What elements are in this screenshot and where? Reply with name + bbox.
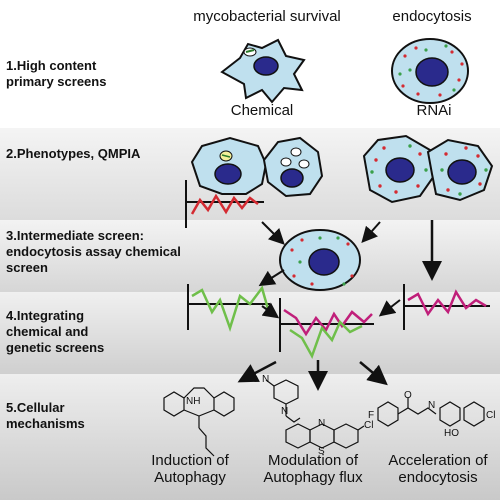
magenta-trace-plot-rnai xyxy=(403,284,490,330)
mechanism-acceleration-of-endocytosis: Acceleration of endocytosis xyxy=(388,452,488,486)
mechanism-modulation-of-autophagy-flux: Modulation of Autophagy flux xyxy=(263,452,363,486)
chemical-label: Chemical xyxy=(230,102,294,119)
atom-n-mid: N xyxy=(281,406,289,417)
endocytosis-cell-icon xyxy=(391,38,469,104)
atom-o: O xyxy=(404,390,412,401)
step-5-title: 5.Cellular mechanisms xyxy=(6,400,85,431)
red-trace-plot xyxy=(185,180,264,228)
atom-ho: HO xyxy=(444,428,459,439)
mycobacterial-survival-label: mycobacterial survival xyxy=(193,8,341,25)
atom-n-top: N xyxy=(262,374,270,385)
molecule-tricyclic-icon xyxy=(163,387,235,457)
atom-f: F xyxy=(368,410,375,421)
band-cellular-mechanisms xyxy=(0,374,500,500)
arrow-to-green-plot xyxy=(258,269,285,287)
green-trace-plot xyxy=(187,284,272,332)
arrow-down-right xyxy=(261,221,285,245)
atom-s-ring: S xyxy=(318,446,325,457)
molecule-butyrophenone-icon xyxy=(377,398,485,427)
step-2-title: 2.Phenotypes, QMPIA xyxy=(6,146,141,161)
atom-n-tricyclic: NH xyxy=(186,396,201,407)
endocytosis-label: endocytosis xyxy=(392,8,472,25)
atom-cl-left: Cl xyxy=(364,420,374,431)
atom-n-ring: N xyxy=(318,418,326,429)
rnai-label: RNAi xyxy=(416,102,452,119)
step-4-title: 4.Integrating chemical and genetic scree… xyxy=(6,308,105,355)
macrophage-cells-icon xyxy=(190,136,324,198)
central-endocytosis-cell-icon xyxy=(279,229,361,291)
arrow-to-autophagy-induction xyxy=(237,360,277,383)
combined-trace-plot xyxy=(279,298,374,360)
infected-macrophage-icon xyxy=(220,38,306,104)
band-intermediate-screen xyxy=(0,220,500,292)
arrow-down-left xyxy=(361,221,381,243)
arrow-magenta-to-combined xyxy=(378,299,401,317)
arrow-to-endocytosis xyxy=(359,361,388,386)
mechanism-induction-of-autophagy: Induction of Autophagy xyxy=(151,452,229,486)
atom-cl-right: Cl xyxy=(486,410,496,421)
arrow-green-to-combined xyxy=(261,302,280,319)
atom-n-pip: N xyxy=(428,400,436,411)
endocytosis-cells-icon xyxy=(362,134,494,204)
step-3-title: 3.Intermediate screen: endocytosis assay… xyxy=(6,228,181,275)
step-1-title: 1.High content primary screens xyxy=(6,58,107,89)
molecule-phenothiazine-icon xyxy=(265,379,365,449)
